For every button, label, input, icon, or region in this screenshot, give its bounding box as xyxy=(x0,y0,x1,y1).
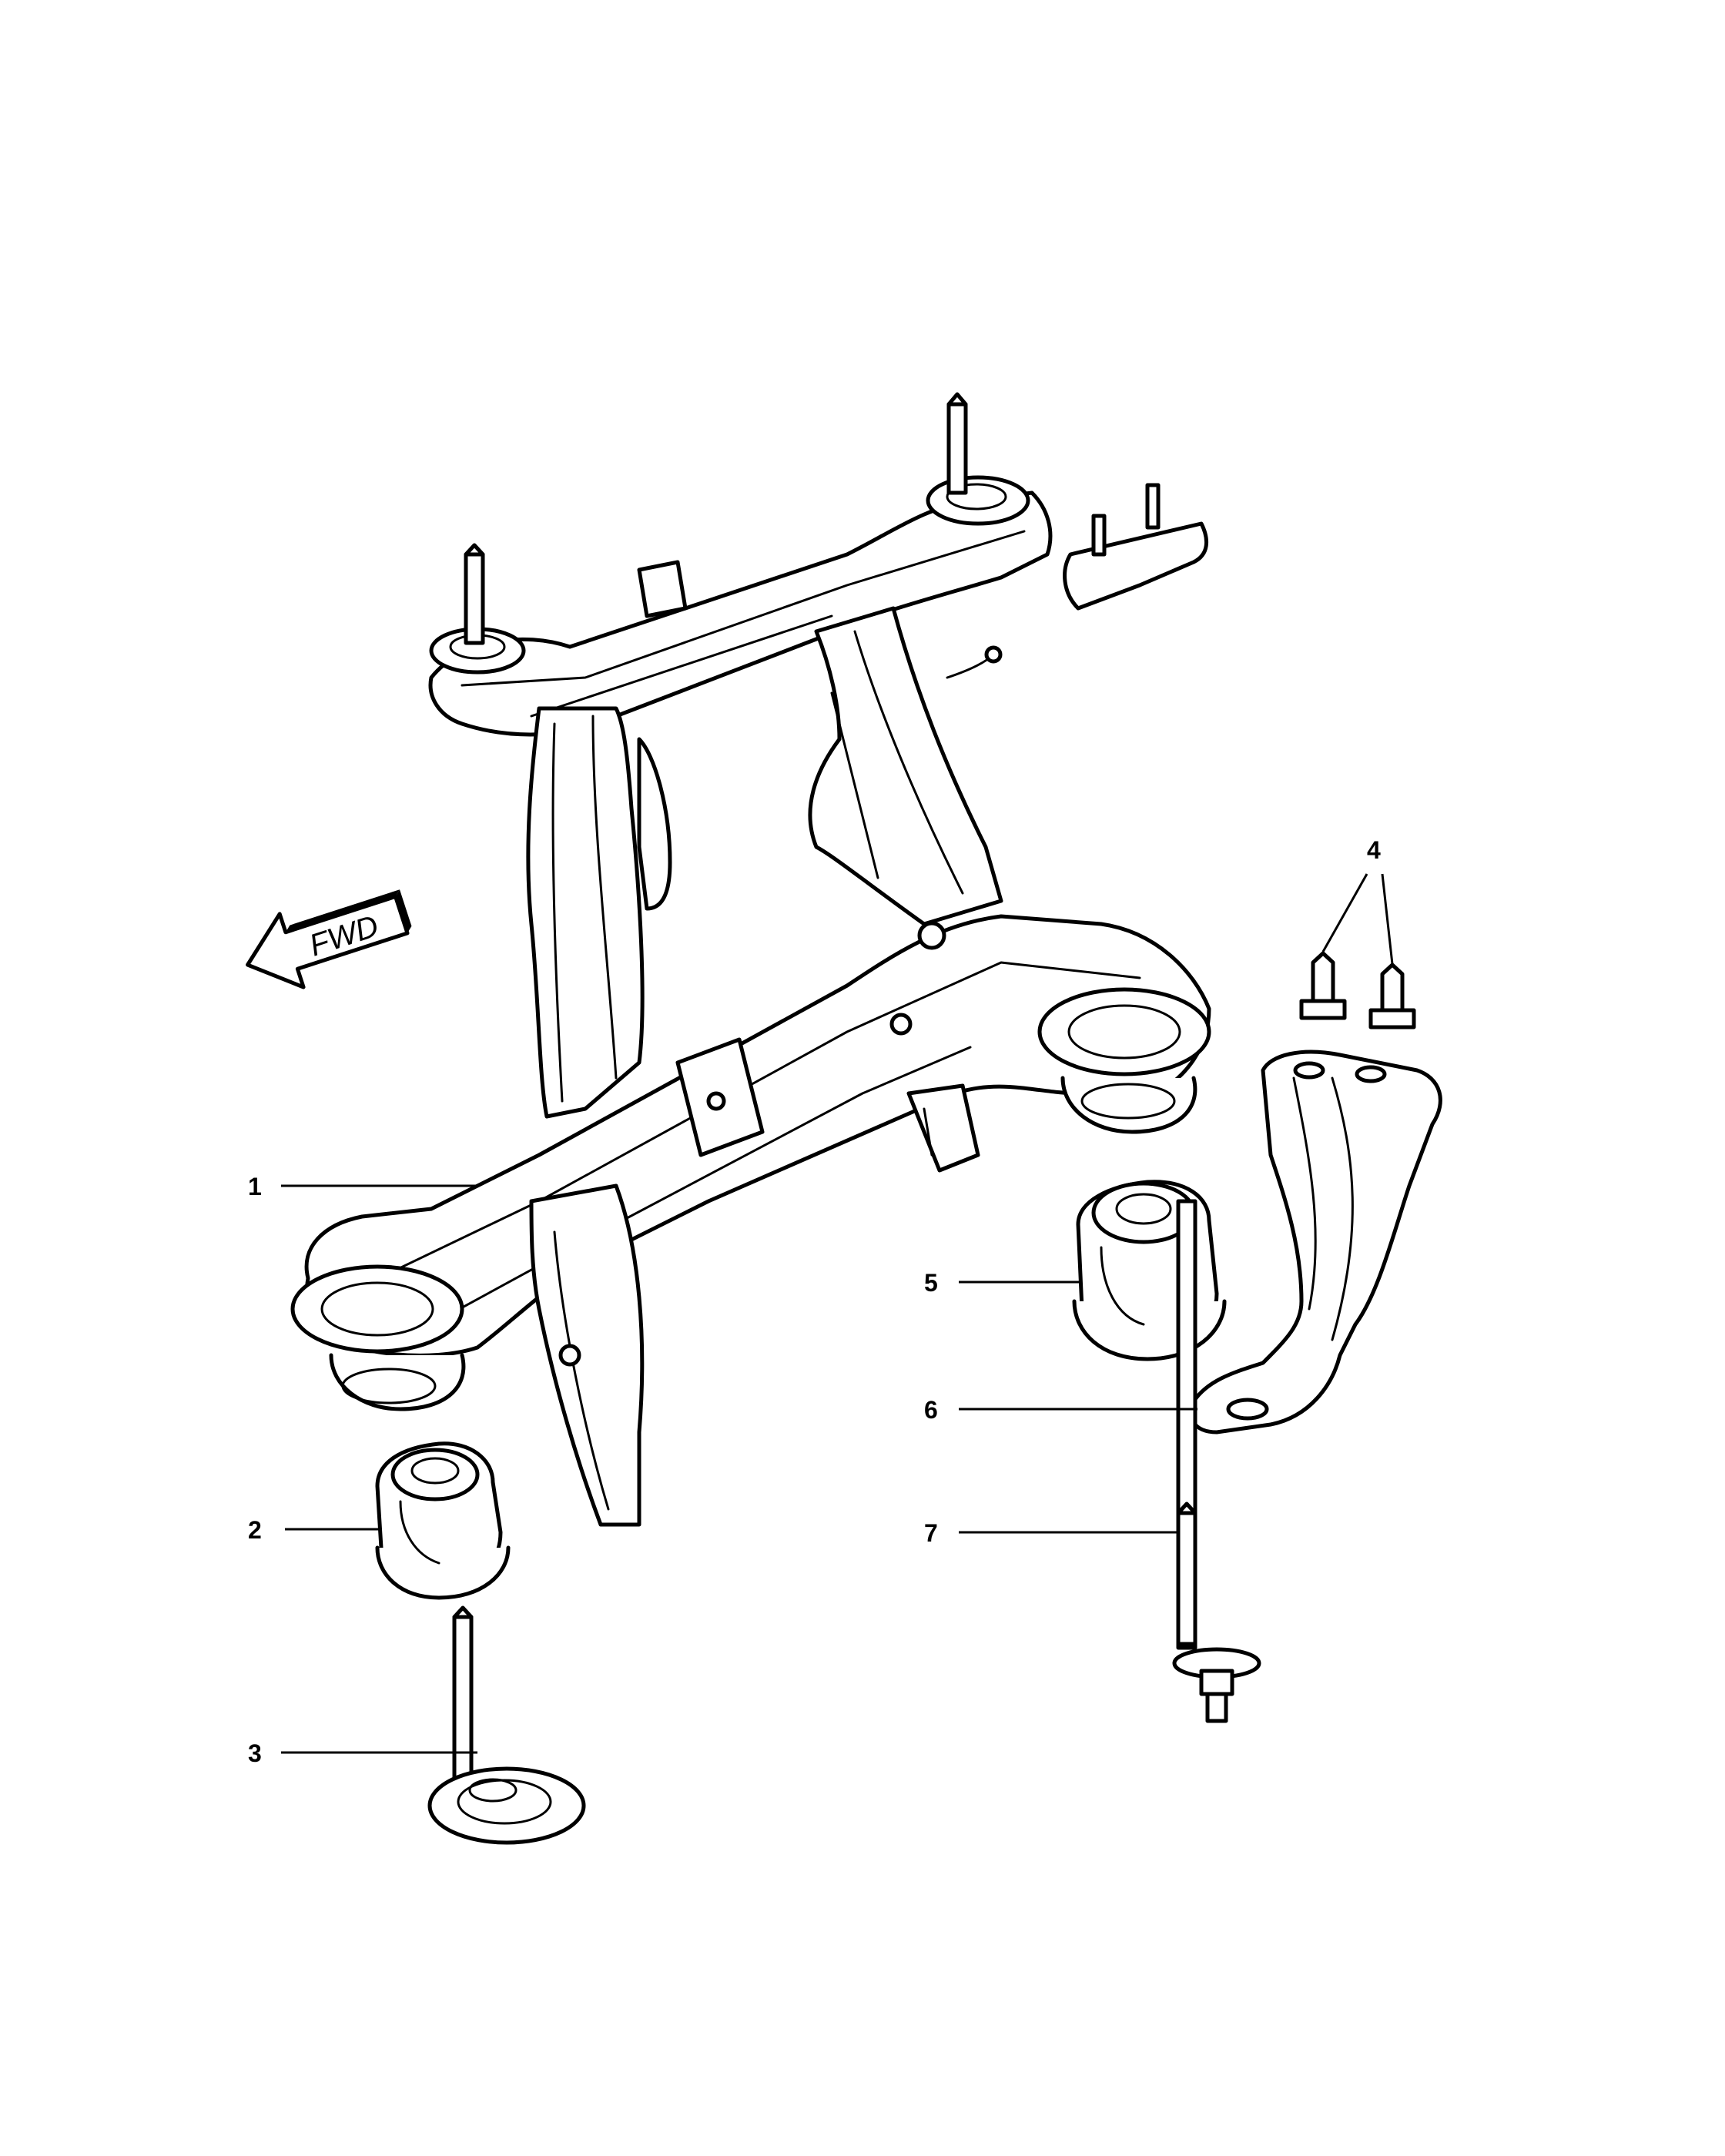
callout-5-label: 5 xyxy=(924,1269,938,1297)
bushing-part-5 xyxy=(1072,1180,1227,1361)
callout-6-label: 6 xyxy=(924,1396,938,1424)
fwd-direction-indicator: FWD xyxy=(246,889,412,989)
callout-1-label: 1 xyxy=(248,1173,262,1200)
bolt-with-washer-part-3 xyxy=(427,1605,586,1845)
callout-2-label: 2 xyxy=(248,1516,262,1544)
callout-6: 6 xyxy=(924,1396,1197,1424)
callout-7-label: 7 xyxy=(924,1519,938,1547)
callout-4-label: 4 xyxy=(1367,836,1381,864)
callout-3: 3 xyxy=(248,1739,477,1767)
callout-4: 4 xyxy=(1321,836,1394,965)
bushing-part-2 xyxy=(375,1441,511,1600)
flange-bolt-part-7 xyxy=(1172,1199,1261,1723)
callout-7: 7 xyxy=(924,1519,1178,1547)
bolts-part-4 xyxy=(1299,951,1416,1029)
callout-3-label: 3 xyxy=(248,1739,262,1767)
callout-4-leader-b xyxy=(1381,873,1394,965)
crossmember-part-1 xyxy=(290,392,1211,1527)
callout-1: 1 xyxy=(248,1173,477,1200)
callout-2: 2 xyxy=(248,1516,379,1544)
callout-5: 5 xyxy=(924,1269,1082,1297)
bracket-part-6 xyxy=(1188,1050,1442,1435)
callout-4-leader-a xyxy=(1321,873,1368,952)
